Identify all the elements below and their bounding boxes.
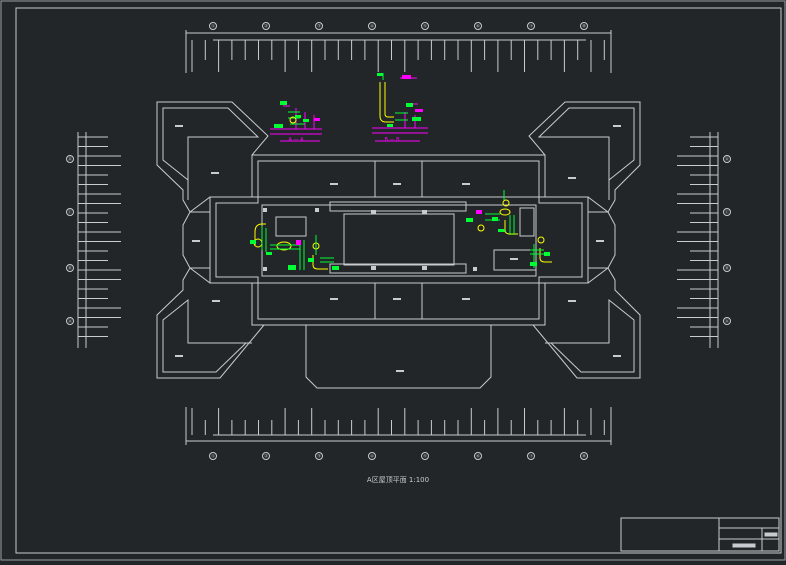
grid-bubble-right-1: Ⓓ [723,155,731,163]
grid-bubble-left-label: Ⓒ [68,209,73,216]
sheet-inner-border [15,7,782,554]
section-detail-b-pipes [382,73,408,121]
grid-bubble-top-4: ④ [368,22,376,30]
grid-bubble-top-label: ① [211,24,215,30]
building-plan [156,101,641,389]
title-block [620,517,780,552]
grid-bubble-bottom-7: ⑦ [527,452,535,460]
section-detail-b [372,77,428,142]
grid-bubble-top-label: ⑥ [476,24,480,30]
grid-bubble-left-2: Ⓒ [66,208,74,216]
grid-bubble-bottom-6: ⑥ [474,452,482,460]
section-detail-a-fitting [289,116,297,124]
grid-bubble-bottom-2: ② [262,452,270,460]
grid-bubble-top-label: ④ [370,24,374,30]
grid-bubble-bottom-3: ③ [315,452,323,460]
grid-bubble-bottom-label: ③ [317,454,321,460]
grid-bubble-left-1: Ⓓ [66,155,74,163]
grid-bubble-right-label: Ⓓ [725,156,730,163]
grid-bubble-right-3: Ⓑ [723,264,731,272]
left-grid-bubbles: Ⓓ Ⓒ Ⓑ Ⓐ [66,155,74,325]
callout-tags [250,73,550,270]
grid-bubble-bottom-4: ④ [368,452,376,460]
grid-bubble-bottom-label: ⑦ [529,454,533,460]
equipment-left [253,223,328,270]
grid-bubble-right-label: Ⓑ [725,265,730,272]
grid-bubble-right-2: Ⓒ [723,208,731,216]
grid-bubble-bottom-8: ⑧ [580,452,588,460]
grid-bubble-top-label: ⑧ [582,24,586,30]
grid-bubble-top-6: ⑥ [474,22,482,30]
grid-bubble-left-4: Ⓐ [66,317,74,325]
grid-bubble-top-2: ② [262,22,270,30]
room-tags [175,125,621,372]
equipment-left-pipes [261,226,334,270]
grid-bubble-bottom-label: ④ [370,454,374,460]
grid-bubble-bottom-5: ⑤ [421,452,429,460]
grid-bubble-top-5: ⑤ [421,22,429,30]
grid-bubble-top-label: ③ [317,24,321,30]
grid-bubble-top-7: ⑦ [527,22,535,30]
grid-bubble-top-8: ⑧ [580,22,588,30]
grid-bubble-left-3: Ⓑ [66,264,74,272]
grid-bubble-bottom-label: ⑧ [582,454,586,460]
grid-bubble-top-3: ③ [315,22,323,30]
grid-bubble-right-label: Ⓒ [725,209,730,216]
left-dimension-chain [77,132,121,348]
grid-bubble-left-label: Ⓓ [68,156,73,163]
grid-bubble-bottom-label: ② [264,454,268,460]
grid-bubble-right-label: Ⓐ [725,318,730,325]
section-a-label: A — A [288,137,304,143]
grid-bubble-top-label: ② [264,24,268,30]
drawing-title: A区屋顶平面 1:100 [367,476,429,484]
grid-bubble-bottom-label: ⑥ [476,454,480,460]
grid-bubble-top-label: ⑤ [423,24,427,30]
section-detail-b-riser [379,82,394,123]
grid-bubble-left-label: Ⓑ [68,265,73,272]
grid-bubble-bottom-1: ① [209,452,217,460]
grid-bubble-bottom-label: ⑤ [423,454,427,460]
grid-bubble-left-label: Ⓐ [68,318,73,325]
grid-bubble-bottom-label: ① [211,454,215,460]
grid-bubble-top-label: ⑦ [529,24,533,30]
bottom-dimension-chain [185,407,612,445]
equipment-right [477,199,552,263]
right-dimension-chain [677,132,719,348]
grid-bubble-right-4: Ⓐ [723,317,731,325]
right-grid-bubbles: Ⓓ Ⓒ Ⓑ Ⓐ [723,155,731,325]
top-dimension-chain [185,30,612,73]
grid-bubble-top-1: ① [209,22,217,30]
section-b-label: B — B [384,137,400,143]
bottom-grid-bubbles: ① ② ③ ④ ⑤ ⑥ ⑦ ⑧ [209,452,588,460]
top-grid-bubbles: ① ② ③ ④ ⑤ ⑥ ⑦ ⑧ [209,22,588,30]
